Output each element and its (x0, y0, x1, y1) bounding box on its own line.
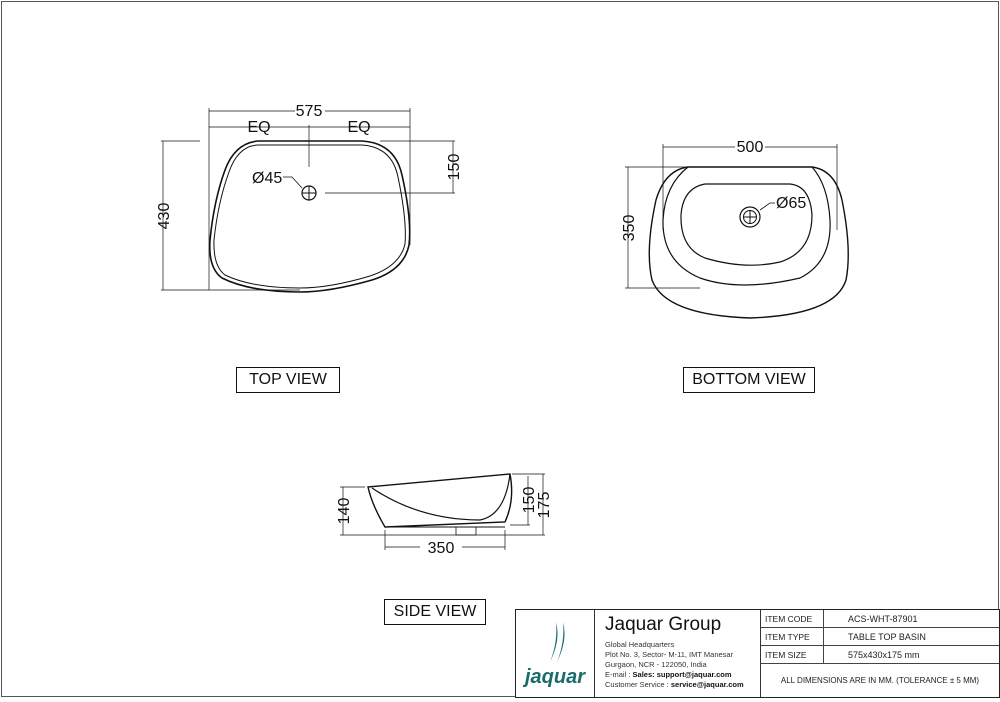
item-code-value: ACS-WHT-87901 (848, 613, 918, 624)
side-view-label: SIDE VIEW (384, 599, 486, 625)
address-line: Global Headquarters (605, 640, 675, 649)
svg-text:EQ: EQ (347, 119, 370, 136)
item-size-key: ITEM SIZE (761, 646, 824, 663)
top-view-label: TOP VIEW (236, 367, 340, 393)
svg-text:EQ: EQ (247, 119, 270, 136)
svg-text:150: 150 (446, 154, 463, 181)
company-info: Jaquar Group Global Headquarters Plot No… (595, 610, 761, 697)
svg-text:140: 140 (336, 498, 353, 525)
svg-text:Ø65: Ø65 (776, 195, 806, 212)
service-email-link[interactable]: service@jaquar.com (670, 680, 744, 689)
item-code-key: ITEM CODE (761, 610, 824, 627)
item-type-key: ITEM TYPE (761, 628, 824, 645)
item-info-table: ITEM CODE ACS-WHT-87901 ITEM TYPE TABLE … (761, 610, 999, 697)
top-view-drawing (161, 108, 455, 293)
jaquar-swoosh-icon: jaquar (522, 622, 586, 688)
company-logo: jaquar (516, 610, 595, 697)
svg-text:575: 575 (296, 103, 323, 120)
item-size-value: 575x430x175 mm (848, 649, 920, 660)
tolerance-note: ALL DIMENSIONS ARE IN MM. (TOLERANCE ± 5… (780, 676, 980, 685)
svg-text:jaquar: jaquar (522, 666, 586, 688)
table-row: ITEM TYPE TABLE TOP BASIN (761, 628, 999, 646)
svg-text:500: 500 (737, 139, 764, 156)
company-name: Jaquar Group (605, 614, 722, 635)
bottom-view-drawing (625, 144, 849, 319)
email-line: E-mail : Sales: support@jaquar.com (605, 670, 732, 679)
bottom-view-dim-text: 500 Ø65 350 (621, 139, 806, 241)
svg-text:Ø45: Ø45 (252, 170, 282, 187)
bottom-view-label: BOTTOM VIEW (683, 367, 815, 393)
service-line: Customer Service : service@jaquar.com (605, 680, 744, 689)
table-row: ITEM CODE ACS-WHT-87901 (761, 610, 999, 628)
sales-email-link[interactable]: Sales: support@jaquar.com (632, 670, 732, 679)
title-block: jaquar Jaquar Group Global Headquarters … (515, 609, 1000, 698)
svg-text:350: 350 (621, 215, 638, 242)
svg-text:350: 350 (428, 540, 455, 557)
address-line: Gurgaon, NCR - 122050, India (605, 660, 707, 669)
top-view-dim-text: 575 EQ EQ Ø45 430 150 (156, 103, 463, 229)
svg-text:430: 430 (156, 203, 173, 230)
side-view-drawing (340, 473, 545, 550)
svg-text:175: 175 (536, 492, 553, 519)
side-view-dim-text: 350 140 150 175 (336, 487, 553, 557)
table-row: ITEM SIZE 575x430x175 mm (761, 646, 999, 664)
address-line: Plot No. 3, Sector- M-11, IMT Manesar (605, 650, 734, 659)
svg-text:150: 150 (521, 487, 538, 514)
item-type-value: TABLE TOP BASIN (848, 631, 926, 642)
